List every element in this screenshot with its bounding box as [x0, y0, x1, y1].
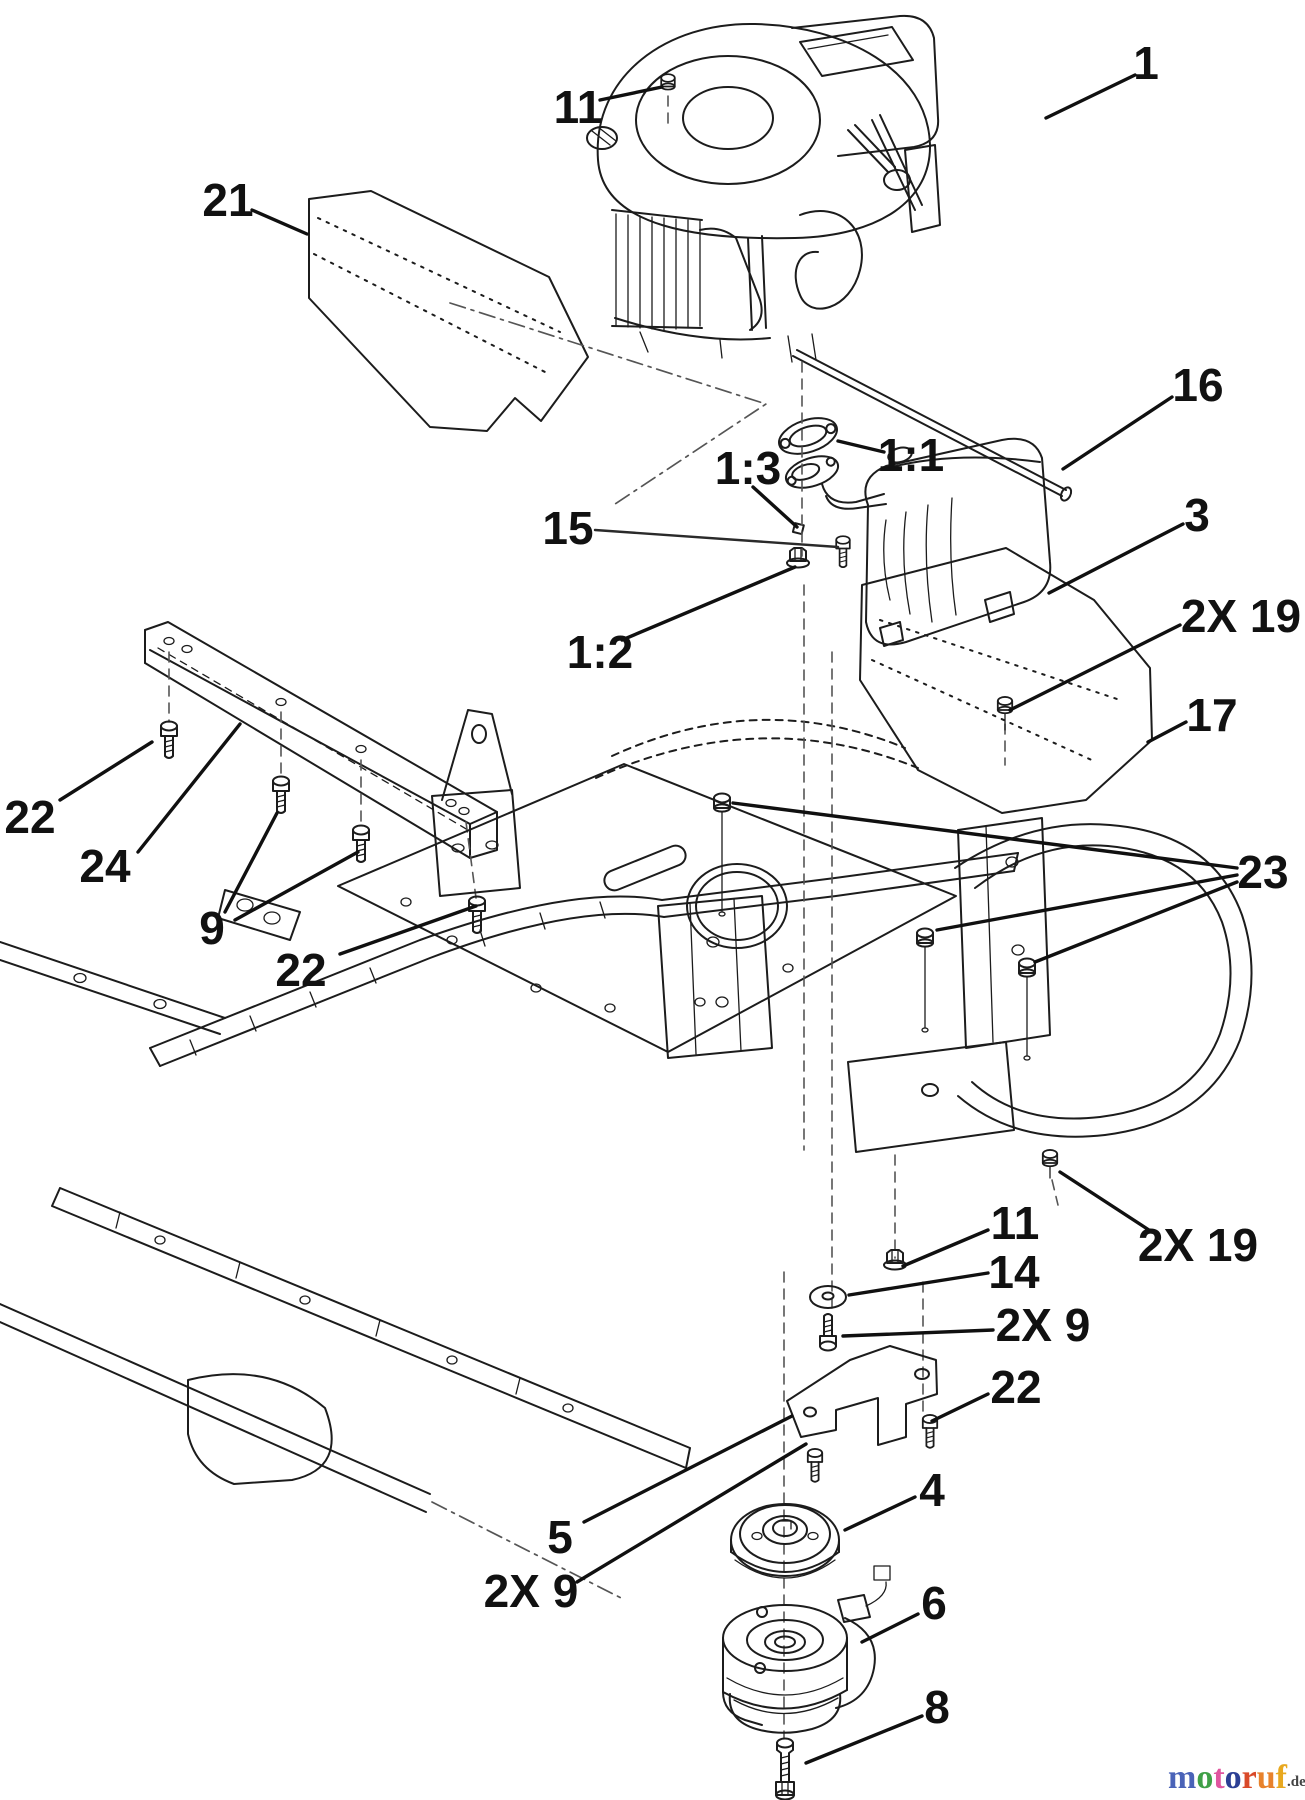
- deck-frame: [0, 709, 1253, 1601]
- callout-1-1: 1:1: [878, 429, 944, 481]
- callout-8: 8: [924, 1681, 950, 1733]
- callout-23: 23: [1237, 846, 1288, 898]
- washer-part-14: [809, 1285, 847, 1309]
- flange-nut-1-2: [786, 547, 810, 569]
- bolt-15: [835, 535, 851, 569]
- callout-1: 1: [1133, 37, 1159, 89]
- exhaust-elbow-pipe: [821, 483, 887, 510]
- pulley-part-4: [730, 1503, 840, 1579]
- callout-15: 15: [542, 502, 593, 554]
- bracket-part-5: [786, 1345, 938, 1446]
- bolt-22-right: [468, 895, 486, 934]
- motoruf-logo: motoruf.de: [1168, 1759, 1305, 1796]
- mount-bar-part-24: [144, 621, 498, 899]
- square-nut-1-3-target: [791, 522, 805, 536]
- bolt-9-a: [272, 775, 290, 814]
- rod-part-16: [792, 349, 1073, 502]
- projection-line: [449, 302, 767, 507]
- callout-5: 5: [547, 1511, 573, 1563]
- callout-2x19-top: 2X 19: [1181, 590, 1301, 642]
- callout-2x9-right: 2X 9: [996, 1299, 1091, 1351]
- callout-14: 14: [988, 1246, 1040, 1298]
- bolt-19-upper: [996, 696, 1014, 731]
- callout-16: 16: [1172, 359, 1223, 411]
- bolt-23-b: [916, 927, 934, 1033]
- exhaust-flange-1-3: [784, 455, 840, 489]
- callout-21: 21: [202, 174, 253, 226]
- decal-part-21: [308, 190, 589, 432]
- callout-1-3: 1:3: [715, 442, 781, 494]
- logo-suffix: .de: [1287, 1774, 1305, 1790]
- callout-1-2: 1:2: [567, 626, 633, 678]
- callout-9: 9: [199, 902, 225, 954]
- callout-2x9-left: 2X 9: [484, 1565, 579, 1617]
- callout-11-top: 11: [554, 81, 603, 133]
- callout-2x19-bottom: 2X 19: [1138, 1219, 1258, 1271]
- callout-11-bottom: 11: [991, 1197, 1040, 1249]
- callout-22-b: 22: [275, 944, 326, 996]
- callout-24: 24: [79, 840, 131, 892]
- callout-4: 4: [919, 1464, 945, 1516]
- center-axes: [667, 95, 1059, 1739]
- callout-17: 17: [1186, 689, 1237, 741]
- bolt-part-8: [775, 1737, 795, 1800]
- leader-lines: [58, 73, 1239, 1765]
- callout-6: 6: [921, 1577, 947, 1629]
- engine-part-1: [586, 14, 941, 363]
- bolt-9-lower: [806, 1448, 824, 1483]
- clutch-part-6: [722, 1565, 891, 1734]
- callout-3: 3: [1184, 489, 1210, 541]
- bolt-23-a: [713, 792, 731, 917]
- exhaust-gasket-1-1: [778, 417, 838, 455]
- bolt-19-lower: [1041, 1149, 1059, 1179]
- bolt-23-c: [1018, 957, 1036, 1061]
- callout-22-a: 22: [4, 791, 55, 843]
- bolt-9-upper: [819, 1313, 837, 1352]
- bolt-22-left: [160, 720, 178, 759]
- muffler-part-3: [864, 437, 1052, 647]
- heat-shield-part-17: [859, 547, 1153, 814]
- bolt-9-b: [352, 824, 370, 863]
- callout-22-c: 22: [990, 1361, 1041, 1413]
